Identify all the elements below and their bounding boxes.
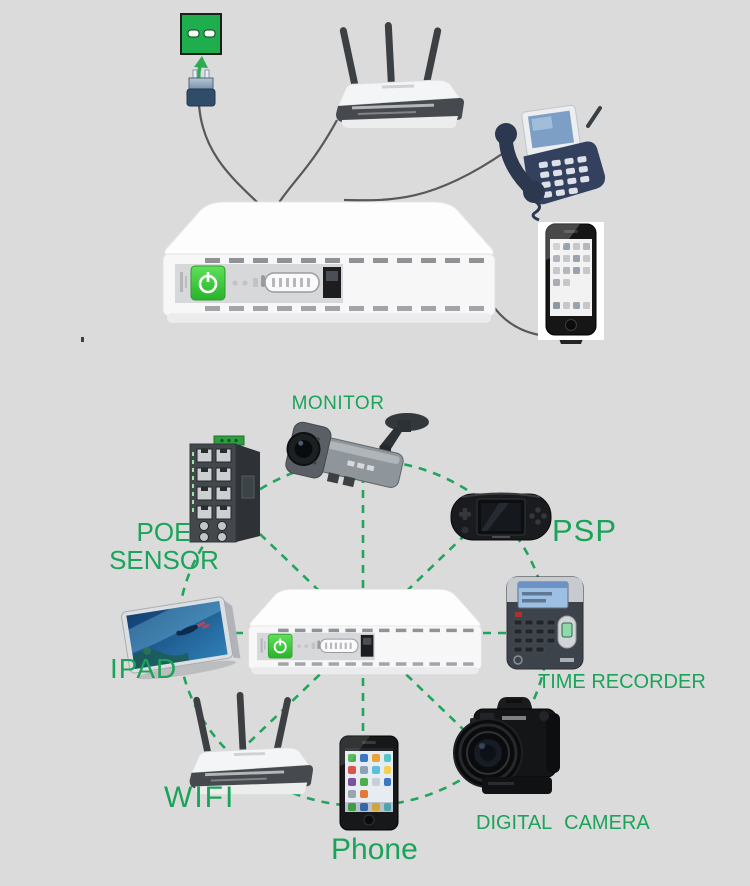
stray-mark [81,337,84,342]
poe-sensor-label: POE SENSOR [96,518,232,574]
app-icons [553,243,590,309]
time-recorder-image [506,576,584,670]
phone-label: Phone [331,833,418,866]
keypad [538,156,590,198]
digital-camera-label: DIGITAL CAMERA [476,812,650,834]
phone-image [339,735,399,831]
ipad-label: IPAD [110,653,178,684]
wifi-router-image [176,688,316,796]
poe-sensor-label-line2: SENSOR [109,545,219,576]
ipad-image [121,596,241,680]
poe-switch-image [189,435,260,543]
mini-ups-hub-image [247,588,483,677]
power-plug-icon [186,69,216,107]
status-leds [192,452,194,512]
psp-label: PSP [552,513,618,548]
mini-ups-image [160,200,498,327]
poe-sensor-label-line1: POE [136,517,192,547]
monitor-label: MONITOR [291,393,385,414]
cctv-camera-image [285,413,429,488]
wireless-router-image [322,18,467,130]
power-outlet-icon [180,13,222,55]
dslr-camera-image [453,697,560,794]
app-icons [345,754,393,812]
wifi-label: WIFI [164,781,236,814]
action-buttons-icon [529,507,547,525]
smartphone-image [538,222,604,340]
ip-phone-image [495,104,606,222]
dpad-icon [459,508,471,534]
fiber-ports [199,521,227,542]
rj45-ports [196,448,232,520]
fingerprint-scanner-icon [557,615,577,649]
diver-figure [176,621,210,636]
handset-icon [495,123,545,222]
time-recorder-label: TIME RECORDER [538,671,706,693]
keypad [513,619,556,653]
psp-image [450,492,552,541]
